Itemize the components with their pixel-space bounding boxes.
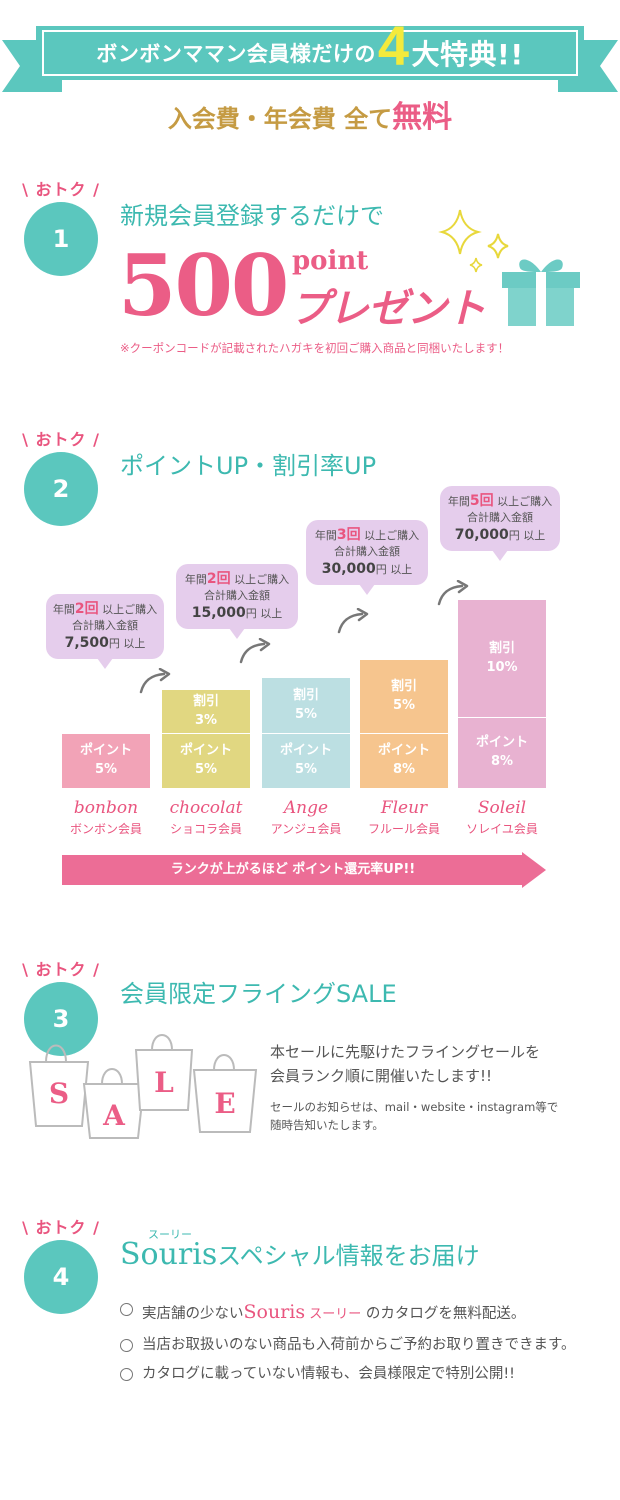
- rank-name-en: Ange: [283, 798, 329, 818]
- rank-progress-label: ランクが上がるほど ポイント還元率UP!!: [170, 862, 416, 877]
- rank-condition-bubble-chocolat: 年間2回 以上ご購入 合計購入金額 15,000円 以上: [176, 564, 298, 639]
- sale-letter: A: [102, 1099, 126, 1132]
- rank-name-jp: ソレイユ会員: [466, 822, 538, 836]
- ribbon-banner: ボンボンママン会員様だけの 4 大特典!!: [36, 18, 584, 80]
- benefit-1-badge: \ おトク / 1: [16, 176, 106, 276]
- point-amount: 500: [118, 236, 289, 335]
- brand-kana: スーリー: [148, 1228, 192, 1241]
- benefit-1-note: ※クーポンコードが記載されたハガキを初回ご購入商品と同梱いたします！: [120, 341, 510, 355]
- point-unit: point: [292, 246, 369, 276]
- rank-condition-bubble-soleil: 年間5回 以上ご購入 合計購入金額 70,000円 以上: [440, 486, 560, 561]
- rank-chart: 年間2回 以上ご購入 合計購入金額 7,500円 以上 年間2回 以上ご購入 合…: [0, 480, 620, 900]
- benefit-2-title: ポイントUP・割引率UP: [118, 446, 381, 481]
- benefit-2-badge: \ おトク / 2: [16, 426, 106, 526]
- rank-name-en: bonbon: [73, 798, 139, 818]
- subheadline-free: 無料: [392, 100, 453, 135]
- sale-letter: S: [49, 1077, 69, 1110]
- ribbon-number: 4: [377, 14, 410, 77]
- sale-notice: セールのお知らせは、mail・website・instagram等で随時告知いた…: [270, 1100, 559, 1133]
- sale-description: 本セールに先駆けたフライングセールを会員ランク順に開催いたします!!: [270, 1043, 541, 1085]
- otoku-label: \ おトク /: [22, 430, 100, 449]
- otoku-label: \ おトク /: [22, 1218, 100, 1237]
- list-item: 実店舗の少ないSouris スーリー のカタログを無料配送。: [120, 1300, 600, 1326]
- sale-letter: E: [214, 1087, 235, 1120]
- rank-name-en: Fleur: [380, 798, 428, 818]
- brand-logo: Souris: [120, 1237, 218, 1272]
- gift-icon: [502, 259, 580, 326]
- benefit-number: 1: [24, 202, 98, 276]
- rank-name-en: chocolat: [169, 798, 243, 818]
- subheadline: 入会費・年会費 全て無料: [0, 92, 620, 136]
- sale-bags-illustration: S A L E: [28, 1034, 258, 1139]
- sparkle-icon: [438, 209, 509, 273]
- step-arrow-icon: [337, 608, 369, 634]
- otoku-label: \ おトク /: [22, 960, 100, 979]
- step-arrow-icon: [437, 580, 469, 606]
- benefit-4-title: Sourisスペシャル情報をお届け: [118, 1236, 484, 1272]
- list-item: 当店お取扱いのない商品も入荷前からご予約お取り置きできます。: [120, 1336, 600, 1356]
- benefit-4-list: 実店舗の少ないSouris スーリー のカタログを無料配送。 当店お取扱いのない…: [120, 1300, 600, 1395]
- list-item: カタログに載っていない情報も、会員様限定で特別公開!!: [120, 1365, 600, 1385]
- sale-letter: L: [154, 1066, 174, 1099]
- step-arrow-icon: [239, 638, 271, 664]
- subheadline-prefix: 入会費・年会費 全て: [167, 105, 393, 133]
- present-text: プレゼント: [290, 286, 486, 332]
- ribbon-headline: ボンボンママン会員様だけの 4 大特典!!: [96, 18, 524, 74]
- rank-name-jp: フルール会員: [367, 822, 440, 836]
- benefit-1-title: 新規会員登録するだけで: [118, 196, 388, 231]
- header-ribbon: ボンボンママン会員様だけの 4 大特典!!: [0, 18, 620, 108]
- benefit-3-badge: \ おトク / 3: [16, 956, 106, 1056]
- rank-name-jp: ボンボン会員: [69, 822, 142, 836]
- otoku-label: \ おトク /: [22, 180, 100, 199]
- rank-condition-bubble-bonbon: 年間2回 以上ご購入 合計購入金額 7,500円 以上: [46, 594, 164, 669]
- ribbon-prefix: ボンボンママン会員様だけの: [96, 42, 376, 66]
- benefit-4-badge: \ おトク / 4: [16, 1214, 106, 1314]
- rank-condition-bubble-ange: 年間3回 以上ご購入 合計購入金額 30,000円 以上: [306, 520, 428, 595]
- benefit-number: 4: [24, 1240, 98, 1314]
- rank-name-en: Soleil: [477, 798, 527, 818]
- benefit-number: 3: [24, 982, 98, 1056]
- rank-progress-arrow: ランクが上がるほど ポイント還元率UP!!: [62, 852, 546, 888]
- rank-name-jp: ショコラ会員: [169, 822, 242, 836]
- rank-name-jp: アンジュ会員: [270, 822, 342, 836]
- benefit-3-title: 会員限定フライングSALE: [118, 974, 401, 1009]
- step-arrow-icon: [139, 668, 171, 694]
- benefit-number: 2: [24, 452, 98, 526]
- ribbon-suffix: 大特典!!: [411, 38, 524, 71]
